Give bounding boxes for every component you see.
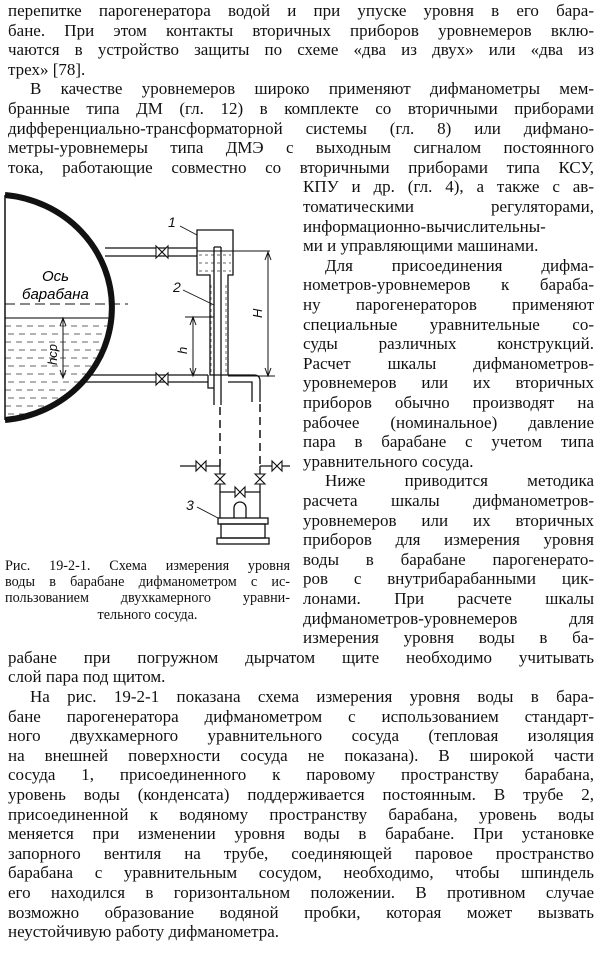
text-line: ми и управляющими машинами. xyxy=(303,236,539,256)
text-line: рабочее (номинальное) давление xyxy=(303,412,594,432)
text-line: меняется при изменении уровня воды в бар… xyxy=(8,824,594,844)
text-line: неустойчивую работу дифманометра. xyxy=(8,922,279,942)
text-line: сосуда 1, присоединенного к паровому про… xyxy=(8,765,594,785)
text-line: возможно образование водяной пробки, кот… xyxy=(8,902,594,922)
text-line: слой пара под щитом. xyxy=(8,667,166,687)
label-h: h xyxy=(175,347,190,354)
steam-pipe xyxy=(105,247,197,257)
text-line: тока, работающие совместно со вторичными… xyxy=(8,157,594,177)
text-line: измерения уровня воды в ба- xyxy=(303,628,594,648)
text-line: Расчет шкалы дифманометров- xyxy=(303,353,594,373)
label-3: 3 xyxy=(186,497,194,513)
text-line: Ниже приводится методика xyxy=(325,471,594,491)
text-line: В качестве уровнемеров широко применяют … xyxy=(30,79,594,99)
caption-line: пользованием двухкамерного уравни- xyxy=(5,590,290,607)
text-line: информационно-вычислительны- xyxy=(303,216,546,236)
text-line: чаются в устройство защиты по схеме «два… xyxy=(8,40,594,60)
text-line: нометров-уровнемеров к бараба- xyxy=(303,275,594,295)
text-line: уровень воды (конденсата) поддерживается… xyxy=(8,785,594,804)
text-line: дифференциально-трансформаторной системы… xyxy=(8,118,594,138)
valves xyxy=(155,244,283,499)
tube-2 xyxy=(213,246,222,405)
label-2: 2 xyxy=(172,279,181,295)
text-line: уровнемеров или их вторичных xyxy=(303,373,594,393)
water-pipe xyxy=(85,374,208,383)
caption-line: тельного сосуда. xyxy=(97,606,198,623)
text-line: суды различных конструкций. xyxy=(303,334,594,354)
equalizing-vessel xyxy=(196,229,234,376)
text-line: метры-уровнемеры типа ДМЭ с выходным сиг… xyxy=(8,138,594,158)
text-line: приборов обычно производят на xyxy=(303,393,594,412)
text-line: уровнемеров или их вторичных xyxy=(303,510,594,530)
text-line: бане парогенератора дифманометром с испо… xyxy=(8,706,594,726)
text-line: пара в барабане с учетом типа xyxy=(303,432,594,452)
caption-line: Рис. 19-2-1. Схема измерения уровня xyxy=(5,558,290,574)
text-line: на внешней поверхности сосуда не показан… xyxy=(8,745,594,765)
text-line: запорного вентиля на трубе, соединяющей … xyxy=(8,843,594,863)
text-line: дифманометров-уровнемеров для xyxy=(303,608,594,628)
text-line: приборов для измерения уровня xyxy=(303,530,594,550)
text-line: его находился в горизонтальном положении… xyxy=(8,883,594,902)
text-line: Для присоединения дифма- xyxy=(325,255,594,275)
axis-label-1: Ось xyxy=(42,268,69,285)
dp-meter-flange xyxy=(217,517,269,525)
text-line: томатическими регуляторами, xyxy=(303,197,594,216)
text-line: ного двухкамерного уравнительного сосуда… xyxy=(8,726,594,746)
caption-line: воды в барабане дифманометром с ис- xyxy=(5,574,290,591)
text-line: воды в барабане парогенерато- xyxy=(303,549,594,569)
text-line: трех» [78]. xyxy=(8,59,86,79)
drum: Ось барабана xyxy=(4,192,128,423)
figure-19-2-1: Ось барабана xyxy=(4,192,290,545)
label-hcp: hср xyxy=(45,344,60,365)
text-line: лонами. При расчете шкалы xyxy=(303,589,594,608)
label-1: 1 xyxy=(168,214,176,230)
text-line: бранные типа ДМ (гл. 12) в комплекте со … xyxy=(8,99,594,118)
outlet-pipe xyxy=(228,374,261,402)
text-line: специальные уравнительные со- xyxy=(303,314,594,334)
text-line: уравнительного сосуда. xyxy=(303,451,474,471)
text-line: ров с внутрибарабанными цик- xyxy=(303,569,594,589)
text-line: КПУ и др. (гл. 4), а также с ав- xyxy=(303,177,594,197)
axis-label-2: барабана xyxy=(22,286,89,303)
text-line: ну парогенераторов применяют xyxy=(303,295,594,314)
text-line: барабана с уравнительным сосудом, необхо… xyxy=(8,863,594,883)
text-line: расчета шкалы дифманометров- xyxy=(303,491,594,510)
text-line: На рис. 19-2-1 показана схема измерения … xyxy=(30,687,594,706)
label-H: H xyxy=(250,308,265,318)
text-line: присоединенной к водяному пространству б… xyxy=(8,804,594,824)
text-line: рабане при погружном дырчатом щите необх… xyxy=(8,647,594,667)
text-line: бане. При этом контакты вторичных прибор… xyxy=(8,20,594,40)
text-line: перепитке парогенератора водой и при упу… xyxy=(8,1,594,20)
